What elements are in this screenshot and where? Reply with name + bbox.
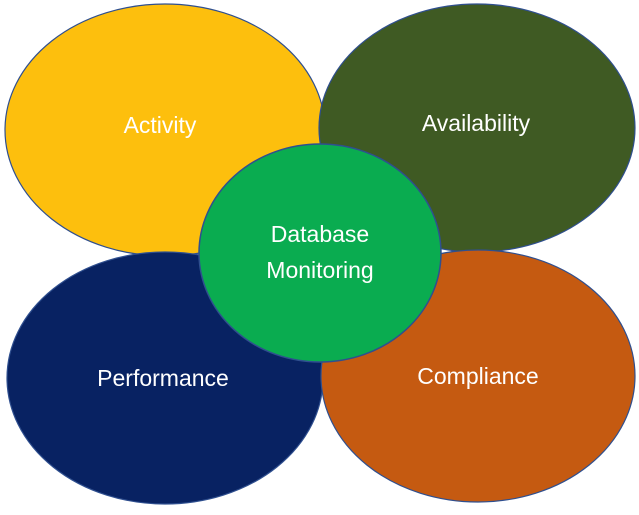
center-label-line-2: Monitoring xyxy=(266,257,373,283)
center-ellipse xyxy=(198,143,442,363)
center-label-line-1: Database xyxy=(271,221,369,247)
activity-label: Activity xyxy=(124,112,197,138)
compliance-label: Compliance xyxy=(417,363,538,389)
performance-label: Performance xyxy=(97,365,229,391)
availability-label: Availability xyxy=(422,110,531,136)
